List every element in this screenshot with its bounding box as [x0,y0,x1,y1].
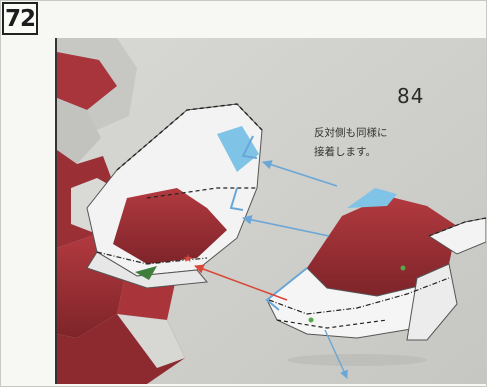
thigh-piece: ★ [86,103,263,289]
guide-arrows [194,160,348,379]
assembly-illustration: ★ 84 反対側も同様に 接着します。 [55,38,486,384]
part-84 [265,188,486,366]
part-number: 84 [397,84,425,108]
step-number-box: 72 [2,2,38,35]
step-number: 72 [4,6,36,32]
instruction-text: 反対側も同様に 接着します。 [314,127,388,158]
svg-text:★: ★ [183,252,193,265]
illustration-drawing: ★ [57,38,486,384]
